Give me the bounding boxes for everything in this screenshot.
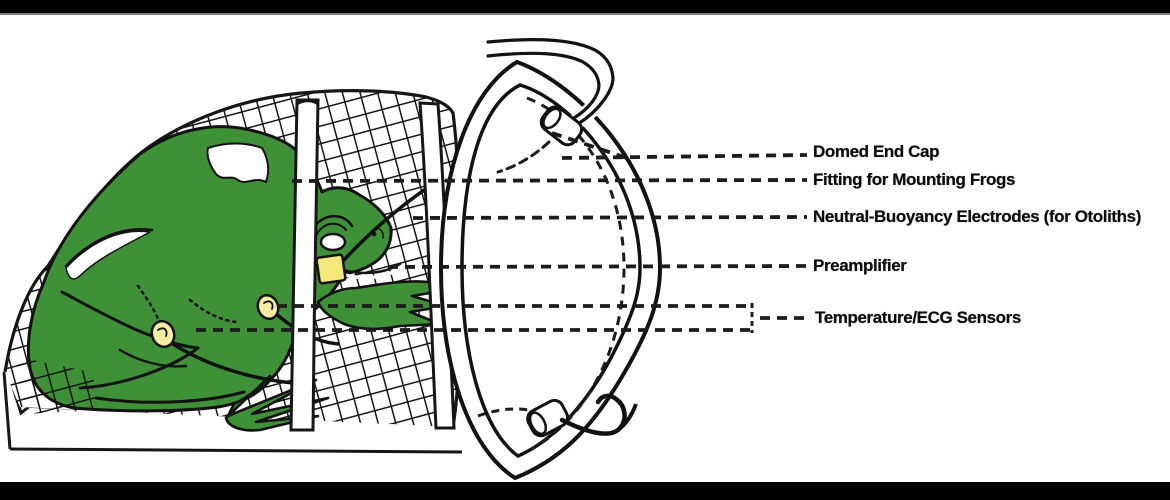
ring-outer-edge xyxy=(438,59,663,481)
label-domed-end-cap: Domed End Cap xyxy=(813,142,940,161)
net-highlight-patch xyxy=(206,142,270,183)
label-preamplifier: Preamplifier xyxy=(813,256,907,275)
label-fitting-for-mounting-frogs: Fitting for Mounting Frogs xyxy=(813,170,1016,189)
tympanum-arc-inner xyxy=(315,222,347,237)
leader-preamplifier xyxy=(387,264,808,269)
centrifuge-ring xyxy=(438,59,663,481)
leader-domed-end-cap xyxy=(561,153,808,160)
frog-front-hand xyxy=(224,374,330,432)
cable-outer-line xyxy=(486,38,615,126)
cable-inner-line xyxy=(486,51,601,120)
otolith-electrode-wire xyxy=(342,184,432,262)
bottom-dashed-lead xyxy=(477,407,534,418)
ecg-electrode-front xyxy=(256,293,280,321)
label-temperature-ecg-sensors: Temperature/ECG Sensors xyxy=(815,308,1021,327)
letterbox-bottom xyxy=(0,482,1170,500)
ring-band xyxy=(441,62,660,478)
letterbox-top-edge xyxy=(0,13,1170,15)
restraint-strap xyxy=(289,98,320,432)
bottom-fitting xyxy=(477,393,638,438)
label-neutral-buoyancy-electrodes: Neutral-Buoyancy Electrodes (for Otolith… xyxy=(813,207,1141,226)
leader-lines xyxy=(196,131,808,333)
cable-hidden-dashed xyxy=(496,140,551,174)
ring-hidden-edge-dashed xyxy=(526,96,626,452)
frog-eye xyxy=(319,232,347,252)
leader-fitting xyxy=(291,178,808,183)
ecg-electrode-rear xyxy=(150,319,176,349)
leader-domed-end-cap-diagonal xyxy=(551,131,628,160)
leader-electrodes xyxy=(412,215,808,220)
preamplifier-box xyxy=(315,253,347,285)
back-highlight xyxy=(65,230,151,280)
hook-loop xyxy=(559,393,627,436)
top-fitting xyxy=(539,105,584,147)
mounting-cable xyxy=(483,34,619,174)
net-over-rump xyxy=(16,356,100,414)
letterbox-top xyxy=(0,0,1170,13)
